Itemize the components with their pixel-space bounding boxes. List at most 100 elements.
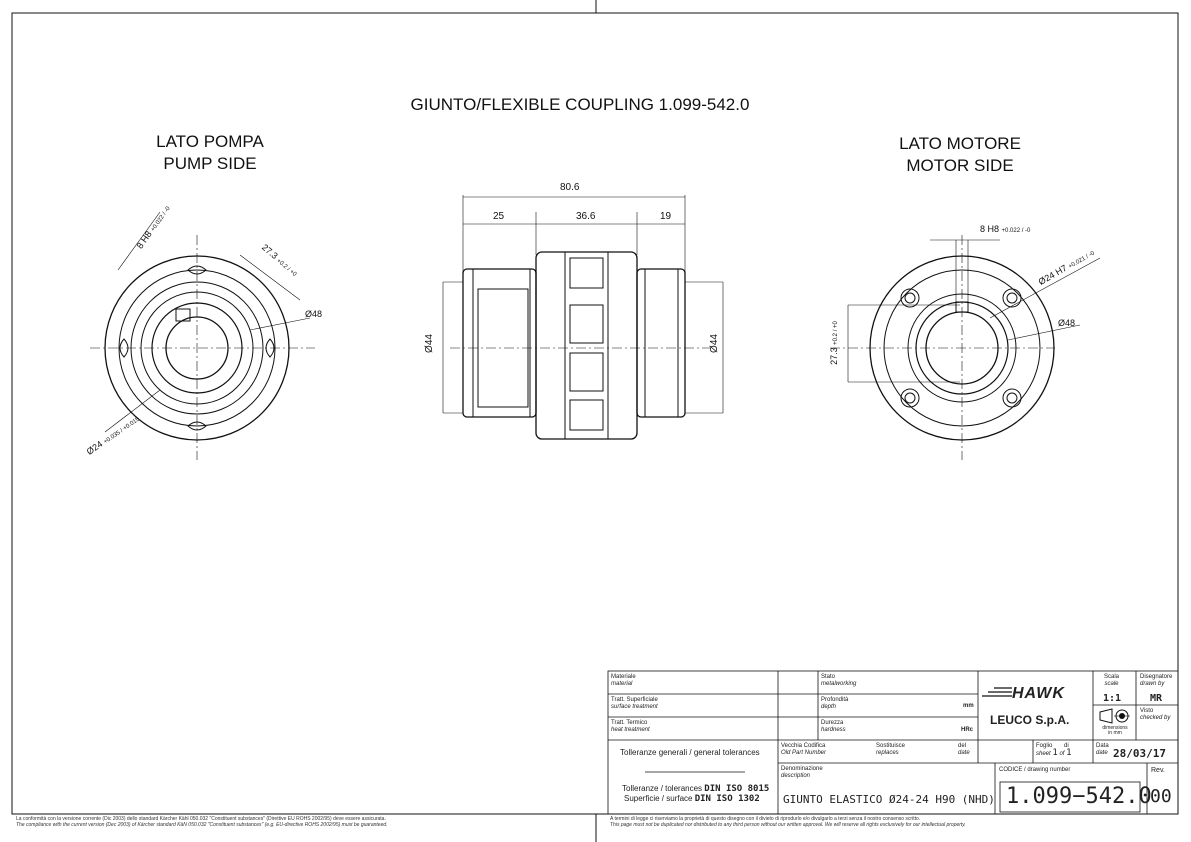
drawing-title: GIUNTO/FLEXIBLE COUPLING 1.099-542.0 [410, 95, 750, 114]
tb-material: Materiale material [611, 674, 636, 688]
tb-of-it: di [1064, 743, 1069, 749]
tb-drawn-en: drawn by [1140, 681, 1165, 687]
tb-date: Data date [1096, 743, 1109, 757]
tb-of-date-it: del [958, 743, 967, 749]
motor-key-value: 8 H8 [980, 224, 1000, 234]
dim-overall: 80.6 [560, 182, 580, 193]
tb-sheet-total: 1 [1066, 748, 1072, 758]
tb-replaces-en: replaces [876, 750, 899, 756]
motor-side-line1: LATO MOTORE [899, 134, 1021, 153]
title-block-grid [607, 670, 1179, 815]
motor-side-line2: MOTOR SIDE [906, 156, 1014, 175]
tb-material-en: material [611, 681, 633, 687]
tb-surface-it: Tratt. Superficiale [611, 697, 658, 703]
tb-desc-it: Denominazione [781, 766, 823, 772]
tb-date-value: 28/03/17 [1113, 747, 1166, 760]
tb-old-part: Vecchia Codifica Old Part Number [781, 743, 826, 757]
tb-checked-en: checked by [1140, 715, 1171, 721]
tb-old-part-en: Old Part Number [781, 750, 827, 756]
tb-tol-value: DIN ISO 8015 [704, 784, 770, 794]
dim-seg1: 25 [493, 211, 505, 222]
dim-dia-right: Ø44 [708, 334, 720, 353]
tb-hardness-en: hardness [821, 727, 846, 733]
tb-surface-en: surface treatment [611, 704, 658, 710]
footnote-right-it: A termini di legge ci riserviamo la prop… [610, 816, 921, 822]
tb-logo-text: HAWK [1012, 685, 1065, 702]
tb-sheet: Foglio di sheet 1 of 1 [1036, 743, 1072, 758]
tb-depth-en: depth [821, 704, 837, 710]
tb-heat: Tratt. Termico heat treatment [611, 720, 650, 734]
tb-state: Stato metalworking [821, 674, 856, 688]
tb-checked: Visto checked by [1140, 708, 1170, 722]
dim-seg3: 19 [660, 211, 672, 222]
tb-hardness-it: Durezza [821, 720, 844, 726]
tb-drawn-value: MR [1150, 693, 1163, 704]
tb-rev-label: Rev. [1151, 767, 1165, 774]
tb-drawn-it: Disegnatore [1140, 674, 1173, 680]
footnote-left: La conformità con la versione corrente (… [16, 816, 576, 828]
coupling-side-view [442, 195, 724, 440]
footnote-right: A termini di legge ci riserviamo la prop… [610, 816, 1176, 828]
tb-of-date-en: date [958, 750, 970, 756]
tb-state-it: Stato [821, 674, 836, 680]
tb-state-en: metalworking [821, 681, 857, 687]
pump-side-view [90, 211, 315, 460]
projection-symbol-icon [1099, 708, 1130, 724]
hawk-logo [982, 687, 1012, 697]
tb-depth-unit: mm [963, 703, 974, 709]
tb-date-en: date [1096, 750, 1108, 756]
motor-key-dim: 8 H8 +0.022 / -0 [980, 224, 1030, 234]
tb-sheet-en: sheet [1036, 751, 1051, 757]
footnote-left-it: La conformità con la versione corrente (… [16, 816, 386, 822]
motor-side-label: LATO MOTORE MOTOR SIDE [860, 133, 1060, 177]
motor-height-value: 27.3 [828, 347, 839, 365]
dim-dia-left: Ø44 [423, 334, 435, 353]
tb-description-label: Denominazione description [781, 766, 823, 780]
tb-rev: 00 [1150, 786, 1172, 807]
pump-side-line1: LATO POMPA [156, 132, 264, 151]
tb-code-label: CODICE / drawing number [999, 767, 1071, 773]
tb-material-it: Materiale [611, 674, 636, 680]
pump-side-line2: PUMP SIDE [163, 154, 257, 173]
tb-scale-it: Scala [1104, 674, 1120, 680]
tb-desc-en: description [781, 773, 811, 779]
tb-surf-label: Superficie / surface [624, 794, 693, 803]
tb-replaces-it: Sostituisce [876, 743, 906, 749]
tb-sheet-it: Foglio [1036, 743, 1053, 749]
tb-scale-en: scale [1104, 681, 1119, 687]
dim-seg2: 36.6 [576, 211, 596, 222]
tb-checked-it: Visto [1140, 708, 1154, 714]
tb-sheet-no: 1 [1052, 748, 1058, 758]
tb-hardness-unit: HRc [961, 727, 974, 733]
tb-drawn: Disegnatore drawn by [1140, 674, 1172, 688]
tb-replaces: Sostituisce replaces [876, 743, 905, 757]
tb-surface: Tratt. Superficiale surface treatment [611, 697, 658, 711]
drawing-frame [11, 12, 1179, 815]
tb-depth: Profondità depth [821, 697, 848, 711]
tb-dim-en: in mm [1108, 730, 1122, 736]
motor-side-view [830, 235, 1101, 460]
tb-scale: Scala scale [1104, 674, 1119, 688]
tb-hardness: Durezza hardness [821, 720, 846, 734]
tb-depth-it: Profondità [821, 697, 849, 703]
tb-tolerances: Tolleranze / tolerances DIN ISO 8015 Sup… [622, 784, 769, 804]
footnote-right-en: This page must not be duplicated nor dis… [610, 822, 966, 828]
tb-surf-value: DIN ISO 1302 [694, 794, 760, 804]
tb-of-date: del date [958, 743, 970, 757]
pump-side-label: LATO POMPA PUMP SIDE [110, 131, 310, 175]
tb-tol-label: Tolleranze / tolerances [622, 784, 703, 793]
tb-date-it: Data [1096, 743, 1109, 749]
tb-heat-it: Tratt. Termico [611, 720, 648, 726]
tb-code: 1.099−542.0 [1006, 784, 1152, 809]
tb-heat-en: heat treatment [611, 727, 650, 733]
footnote-left-en: The compliance with the current version … [16, 822, 388, 828]
tb-dimensions: dimensions in mm [1098, 726, 1132, 736]
tb-company: LEUCO S.p.A. [990, 713, 1070, 727]
tb-general-tol: Tolleranze generali / general tolerances [620, 748, 760, 757]
motor-dia48: Ø48 [1058, 318, 1076, 328]
motor-key-tol: +0.022 / -0 [1001, 228, 1031, 234]
motor-height-tol: +0.2 / +0 [832, 321, 839, 345]
motor-height-dim: 27.3 +0.2 / +0 [829, 321, 839, 365]
tb-of-en: of [1059, 751, 1065, 757]
